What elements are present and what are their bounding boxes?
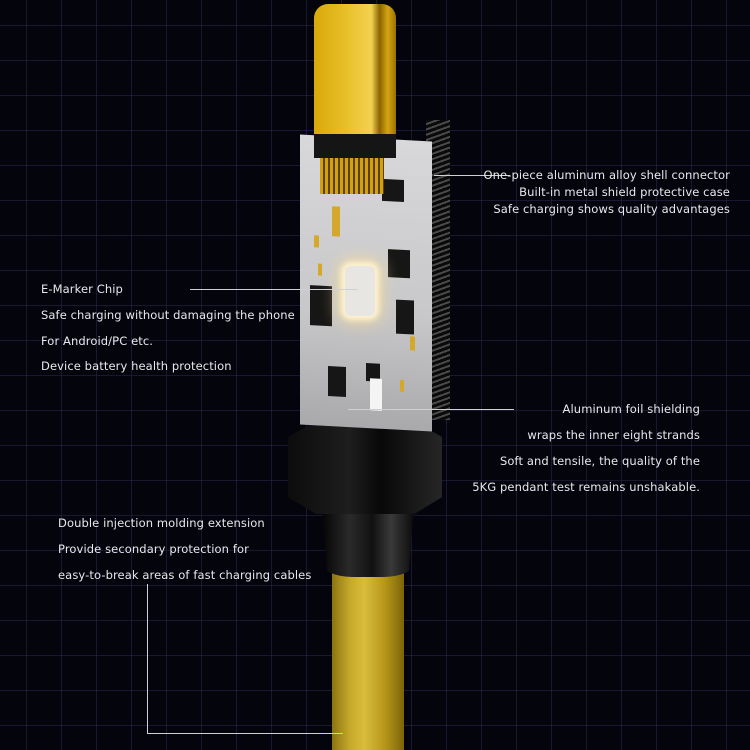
- yellow-cable: [332, 570, 404, 750]
- callout-text: One-piece aluminum alloy shell connector: [483, 168, 730, 182]
- leader-line-molding-vertical: [147, 584, 148, 734]
- callout-text: Safe charging without damaging the phone: [41, 308, 295, 322]
- callout-title: Aluminum foil shielding: [562, 402, 700, 416]
- callout-text: Built-in metal shield protective case: [519, 185, 730, 199]
- callout-title: E-Marker Chip: [41, 282, 123, 296]
- callout-text: 5KG pendant test remains unshakable.: [472, 480, 700, 494]
- leader-line-emarker: [190, 289, 358, 290]
- callout-text: Safe charging shows quality advantages: [493, 202, 730, 216]
- callout-foil-shielding: Aluminum foil shielding wraps the inner …: [472, 402, 700, 502]
- white-component: [370, 378, 382, 411]
- callout-title: Double injection molding extension: [58, 516, 265, 530]
- ic-component: [388, 249, 410, 279]
- ic-component: [328, 366, 346, 397]
- gold-component: [318, 263, 322, 276]
- callout-text: Device battery health protection: [41, 359, 232, 373]
- strain-relief-boot: [322, 505, 414, 577]
- emarker-chip-glow: [345, 266, 375, 316]
- ic-component: [382, 178, 404, 202]
- callout-text: For Android/PC etc.: [41, 334, 154, 348]
- callout-connector-shell: One-piece aluminum alloy shell connector…: [484, 168, 730, 218]
- callout-text: wraps the inner eight strands: [527, 428, 700, 442]
- leader-line-shell: [434, 175, 510, 176]
- leader-line-molding-horizontal: [147, 733, 343, 734]
- gold-component: [410, 336, 415, 351]
- usb-c-plug-base: [314, 134, 396, 158]
- callout-text: Soft and tensile, the quality of the: [499, 454, 700, 468]
- callout-text: easy-to-break areas of fast charging cab…: [58, 568, 312, 582]
- ic-component: [310, 285, 332, 327]
- usb-c-plug: [314, 4, 396, 144]
- leader-line-foil: [348, 409, 514, 410]
- hex-molding-collar: [288, 420, 442, 514]
- gold-component: [314, 235, 319, 248]
- gold-pins: [320, 158, 384, 194]
- callout-text: Provide secondary protection for: [58, 542, 249, 556]
- gold-component: [400, 379, 404, 392]
- ic-component: [396, 299, 414, 335]
- callout-injection-molding: Double injection molding extension Provi…: [58, 516, 318, 586]
- callout-emarker: E-Marker Chip Safe charging without dama…: [41, 282, 295, 382]
- gold-component: [332, 206, 340, 237]
